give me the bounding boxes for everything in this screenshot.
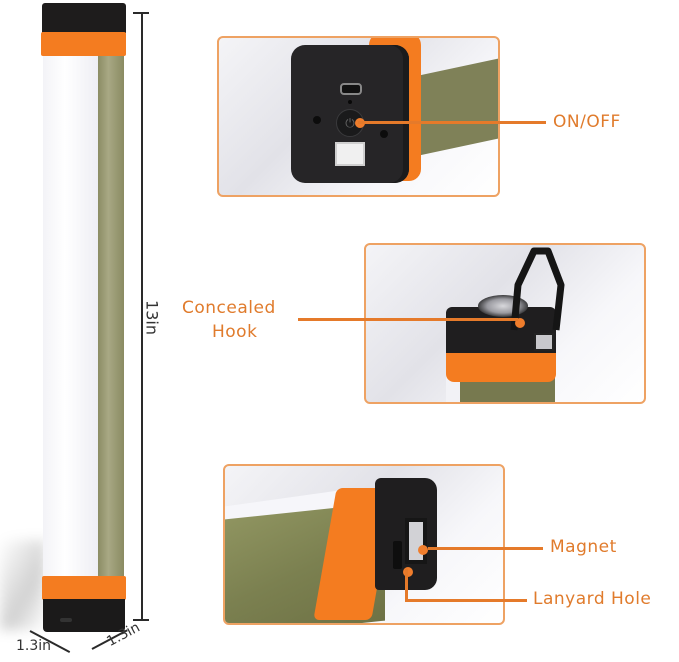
length-dimension-bottom-tick [133,619,149,621]
magnet-icon [405,518,427,564]
tube-bottom-port [60,618,72,622]
callout-line-hook [298,318,518,321]
detail-panel-hook [364,243,646,404]
tube-top-band [41,32,126,56]
callout-label-hook-line2: Hook [212,322,258,342]
detail-panel-magnet-lanyard [223,464,505,625]
concealed-hook-icon [510,247,565,331]
detail-panel-on-off: ⏻ [217,36,500,197]
usb-a-port-icon [335,142,365,166]
length-label: 13in [142,300,162,335]
callout-line-magnet [428,547,543,550]
callout-line-on-off [358,121,546,124]
callout-label-magnet: Magnet [550,537,617,557]
length-dimension-top-tick [133,12,149,14]
side-magnet-icon [534,333,554,351]
screw-hole-icon [380,130,388,138]
tube-bottom-cap [43,599,125,632]
callout-dot-lanyard [403,567,413,577]
screw-hole-icon [313,116,321,124]
callout-line-lanyard-vertical [405,569,408,601]
full-tube-product [0,0,180,662]
lanyard-hole-icon [393,541,402,569]
width-front-label: 1.3in [16,638,52,654]
callout-dot-hook [515,318,525,328]
tube-bottom-band [42,576,126,600]
tube-shadow [0,540,45,630]
callout-line-lanyard [405,599,527,602]
callout-dot-magnet [418,545,428,555]
indicator-led-icon [348,100,352,104]
callout-label-on-off: ON/OFF [553,112,621,132]
length-dimension-line [141,13,143,621]
tube-olive-side [98,56,124,578]
micro-usb-port-icon [340,83,362,95]
tube-diffuser [43,56,98,578]
tube-top-cap [42,3,126,33]
callout-label-lanyard: Lanyard Hole [533,589,652,609]
panel2-orange-band [446,350,556,382]
callout-label-hook-line1: Concealed [182,298,276,318]
